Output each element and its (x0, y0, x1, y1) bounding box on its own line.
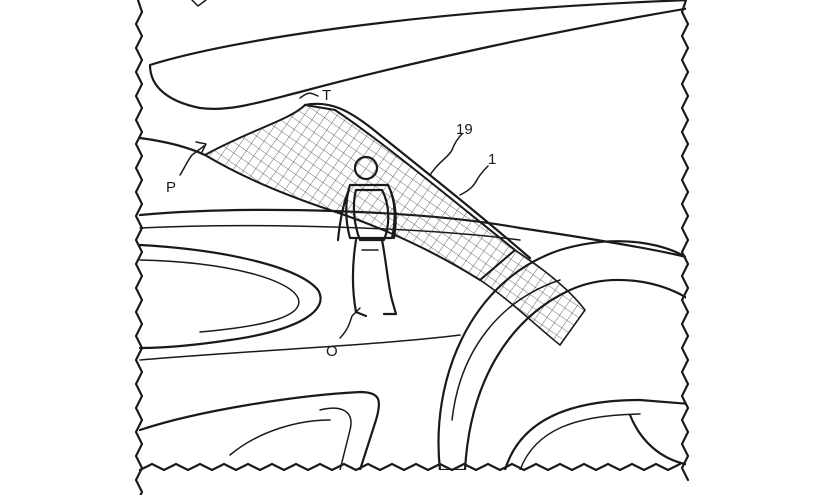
pillar-lower-display (478, 248, 586, 347)
leader-o (339, 307, 361, 339)
leader-p (179, 145, 205, 176)
wavy-frame (134, 0, 690, 495)
pedestrian (336, 155, 398, 318)
leader-1 (459, 165, 489, 196)
label-1: 1 (488, 151, 496, 168)
side-panel (138, 243, 322, 350)
label-p: P (166, 179, 176, 196)
door-interior (138, 390, 380, 470)
hood-curve (139, 259, 300, 333)
road-edge (139, 334, 461, 361)
leader-t (299, 92, 319, 99)
roof-headliner (148, 0, 686, 110)
leader-19 (429, 133, 463, 176)
arrow-p (195, 141, 207, 153)
label-t: T (322, 87, 331, 104)
label-19: 19 (456, 121, 473, 138)
steering-wheel (437, 240, 686, 470)
side-window-line (138, 136, 207, 157)
label-o: O (326, 343, 338, 360)
a-pillar-edge (303, 102, 532, 260)
